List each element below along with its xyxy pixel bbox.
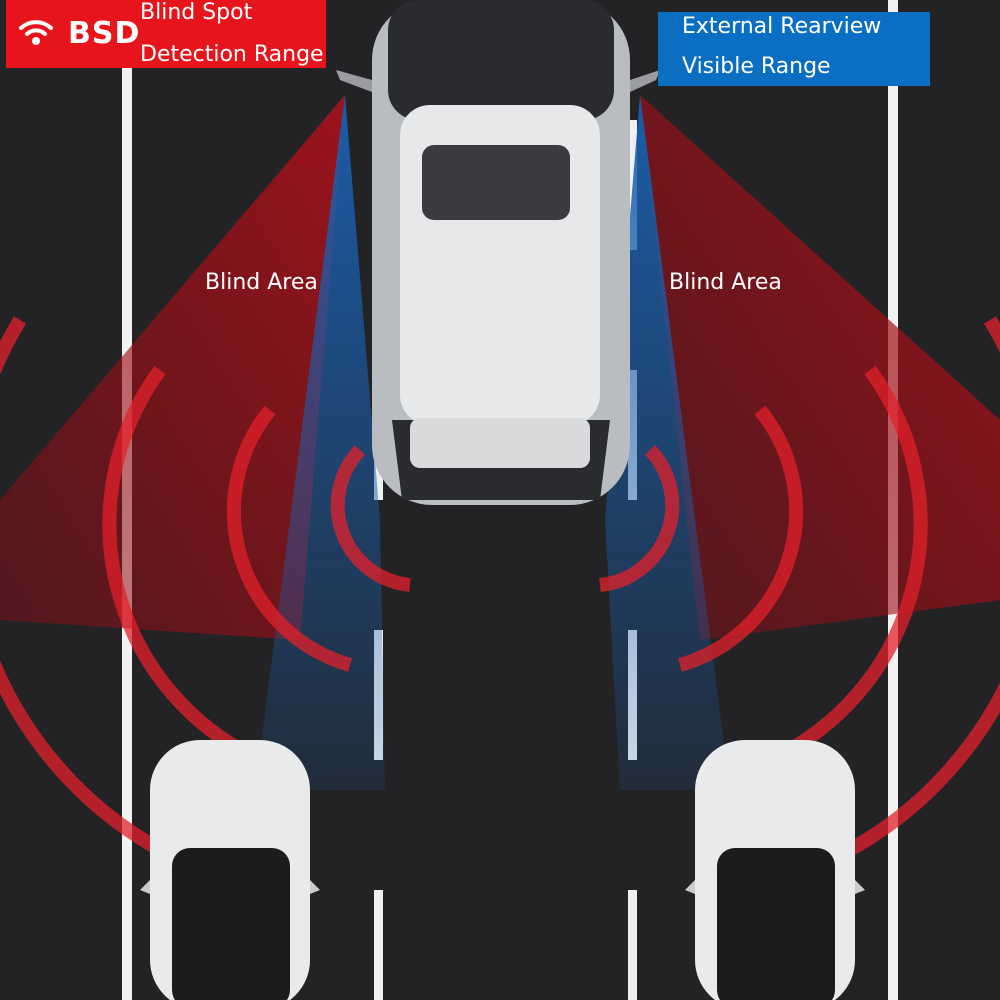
- rearview-title-line2: Visible Range: [682, 54, 831, 79]
- blind-area-left-label: Blind Area: [205, 270, 318, 295]
- wifi-icon: [19, 20, 53, 45]
- rearview-title-line1: External Rearview: [682, 14, 882, 39]
- blind-area-right-label: Blind Area: [669, 270, 782, 295]
- bsd-code: BSD: [68, 16, 141, 51]
- main-car: [336, 0, 660, 505]
- rearview-zone-left: [255, 95, 385, 790]
- rearview-badge: External Rearview Visible Range: [658, 12, 930, 86]
- radar-waves-right: [599, 316, 1000, 867]
- bsd-title-line1: Blind Spot: [140, 0, 253, 25]
- bsd-title-line2: Detection Range: [140, 42, 324, 67]
- rear-car-left: [140, 740, 320, 1000]
- radar-waves-left: [0, 316, 411, 867]
- rearview-zone-right: [605, 95, 730, 790]
- blind-zone-left: [0, 95, 345, 640]
- bsd-badge: BSD Blind Spot Detection Range: [6, 0, 326, 68]
- rear-car-right: [685, 740, 865, 1000]
- blind-zone-right: [640, 95, 1000, 640]
